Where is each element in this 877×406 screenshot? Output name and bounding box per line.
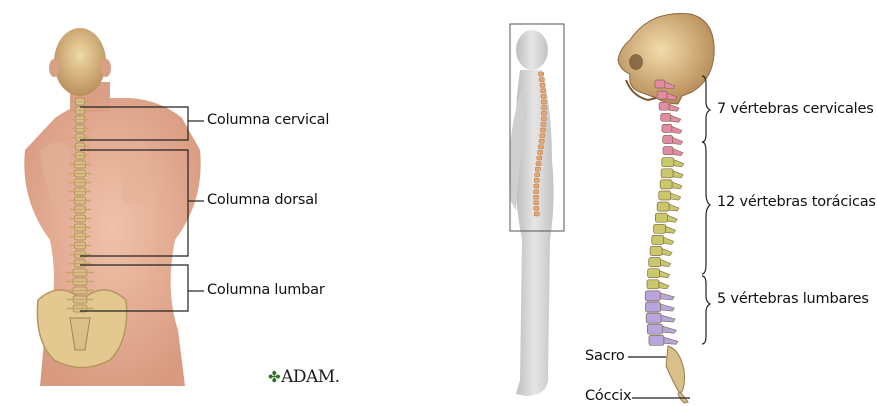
mini-vertebra <box>541 100 546 104</box>
vertebra <box>660 180 682 189</box>
sacrum-side <box>666 346 685 394</box>
spine-side-view <box>645 80 688 403</box>
vertebra <box>661 169 683 178</box>
mini-vertebra <box>539 139 544 143</box>
vertebra <box>654 224 676 233</box>
vertebra <box>652 235 674 244</box>
mini-vertebra <box>534 184 539 188</box>
orbit <box>629 54 643 70</box>
mini-vertebra <box>538 145 543 149</box>
vertebra <box>645 291 674 301</box>
ear-right <box>101 59 111 77</box>
label-coccix: Cóccix <box>585 388 631 404</box>
vertebra <box>646 313 675 323</box>
leaf-icon: ✤ <box>268 368 280 386</box>
skull <box>54 28 106 96</box>
vertebra <box>647 324 676 334</box>
vertebra <box>649 335 678 345</box>
side-view-diagram: 7 vértebras cervicales 12 vértebras torá… <box>480 0 877 406</box>
vertebra <box>650 247 672 256</box>
mini-vertebra <box>539 72 544 76</box>
mini-vertebra <box>541 106 546 110</box>
mini-vertebra <box>540 134 545 138</box>
vertebra <box>661 113 681 122</box>
mini-vertebra <box>541 117 546 121</box>
mini-vertebra <box>541 89 546 93</box>
mini-vertebra <box>541 94 546 98</box>
label-columna-dorsal: Columna dorsal <box>207 192 318 208</box>
vertebra <box>648 269 670 278</box>
vertebra <box>663 136 683 145</box>
mini-vertebra <box>534 195 539 199</box>
mini-vertebra <box>539 78 544 82</box>
vertebra <box>663 147 683 156</box>
vertebra <box>649 258 671 267</box>
mini-vertebra <box>537 156 542 160</box>
mini-vertebra <box>534 201 539 205</box>
mini-vertebra <box>535 167 540 171</box>
label-columna-lumbar: Columna lumbar <box>207 282 325 298</box>
adam-logo: ✤ADAM. <box>268 367 340 387</box>
label-sacro: Sacro <box>585 348 625 364</box>
cervical-brace <box>702 76 710 142</box>
label-7-vertebras-cervicales: 7 vértebras cervicales <box>717 101 874 117</box>
lumbar-brace <box>702 276 710 344</box>
vertebra <box>662 158 684 167</box>
mini-vertebra <box>540 83 545 87</box>
vertebra <box>659 191 681 200</box>
mini-vertebra <box>535 173 540 177</box>
label-5-vertebras-lumbares: 5 vértebras lumbares <box>717 291 869 307</box>
back-view-diagram: Columna cervical Columna dorsal Columna … <box>0 0 440 406</box>
mini-vertebra <box>541 122 546 126</box>
vertebra <box>647 280 669 289</box>
vertebra <box>655 213 677 222</box>
ear-left <box>49 59 59 77</box>
label-12-vertebras-toracicas: 12 vértebras torácicas <box>717 194 876 210</box>
mini-vertebra <box>534 206 539 210</box>
mini-vertebra <box>534 178 539 182</box>
mini-vertebra <box>540 128 545 132</box>
label-columna-cervical: Columna cervical <box>207 112 329 128</box>
mini-vertebra <box>534 212 539 216</box>
mini-vertebra <box>541 111 546 115</box>
mini-vertebra <box>534 190 539 194</box>
standing-figure <box>509 30 553 396</box>
right-scapula <box>120 143 150 206</box>
mini-vertebra <box>536 162 541 166</box>
vertebra <box>662 124 682 133</box>
vertebra <box>645 302 674 312</box>
vertebra <box>657 202 679 211</box>
thoracic-brace <box>702 142 710 274</box>
mini-vertebra <box>538 150 543 154</box>
